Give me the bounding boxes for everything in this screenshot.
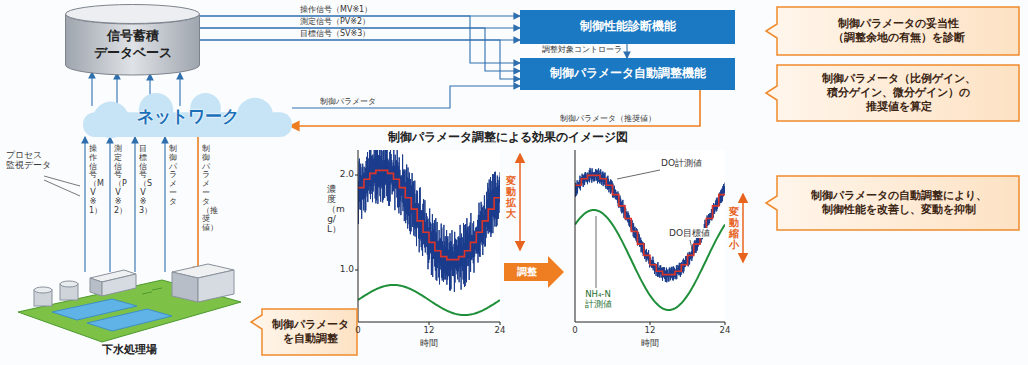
signal-arrow: [626, 44, 627, 58]
text-label: 12: [424, 326, 435, 336]
text-label: 24: [720, 326, 731, 336]
node-text: 制御パラメータの妥当性 （調整余地の有無）を診断: [804, 17, 994, 46]
data-line: [358, 170, 500, 259]
chart-data: [575, 168, 725, 310]
axis: [575, 150, 725, 322]
data-line: [358, 285, 500, 315]
text-label: 0: [572, 326, 577, 336]
database-cylinder: 信号蓄積 データベース: [65, 4, 200, 75]
plot-area: [575, 150, 725, 322]
text-label: 制御パラメータ調整による効果のイメージ図: [388, 131, 628, 145]
signal-arrow: [164, 137, 165, 272]
text-label: 変動縮小: [729, 206, 739, 250]
text-label: 調整: [517, 266, 537, 278]
signal-label: 制御パラメータ（推奨値）: [560, 114, 656, 123]
text-label: NH₄-N 計測値: [580, 290, 616, 310]
callout-box: 制御パラメータ を自動調整: [250, 308, 358, 356]
signal-arrow: [134, 137, 135, 272]
signal-arrow: [109, 137, 110, 272]
signal-label: 目標信号（SV※3）: [139, 145, 147, 215]
signal-label: 測定信号（PV※2）: [114, 145, 122, 215]
network-cloud: ネットワーク: [75, 92, 300, 140]
signal-label: 制御パラメータ: [169, 145, 177, 207]
node-text: 制御パラメータ（比例ゲイン、 積分ゲイン、微分ゲイン）の 推奨値を算定: [804, 72, 994, 115]
signal-arrow: [200, 28, 520, 71]
signal-label: 制御パラメータ（推奨値）: [202, 145, 210, 233]
chart-right: [575, 150, 725, 325]
text-label: 時間: [420, 338, 438, 348]
signal-label: 操作信号（MV※1）: [89, 145, 97, 215]
signal-label: 目標信号（SV※3）: [300, 29, 370, 38]
data-line: [575, 175, 725, 274]
data-line: [358, 150, 500, 292]
signal-label: 測定信号（PV※2）: [300, 17, 370, 26]
signal-label: 制御パラメータ: [320, 97, 376, 106]
callout-box: 制御パラメータ（比例ゲイン、 積分ゲイン、微分ゲイン）の 推奨値を算定: [765, 64, 1020, 122]
text-label: DO計測値: [660, 158, 703, 168]
axis: [358, 150, 500, 322]
signal-arrow: [292, 86, 520, 108]
text-label: 濃度（mg/L）: [327, 185, 336, 234]
signal-label: 操作信号（MV※1）: [300, 5, 372, 14]
callout-box: 制御パラメータの妥当性 （調整余地の有無）を診断: [765, 6, 1020, 56]
node-text: 信号蓄積 データベース: [87, 28, 179, 61]
chart-data: [358, 150, 500, 315]
callout-box: 制御パラメータの自動調整により、 制御性能を改善し、変動を抑制: [765, 175, 1020, 231]
node-text: ネットワーク: [137, 105, 239, 127]
node-text: 制御パラメータ自動調整機能: [550, 66, 706, 82]
node-text: 制御パラメータの自動調整により、 制御性能を改善し、変動を抑制: [804, 189, 994, 218]
text-label: 24: [495, 326, 506, 336]
adjust-arrow: [504, 256, 564, 288]
recommend-arrow: [290, 90, 700, 126]
signal-arrow: [116, 73, 117, 106]
node-text: 制御パラメータ を自動調整: [268, 318, 352, 345]
data-line: [575, 168, 725, 283]
signal-arrow: [84, 137, 85, 272]
text-label: 1.0: [340, 264, 354, 274]
text-label: 時間: [641, 338, 659, 348]
chart-left: [355, 137, 500, 325]
signal-arrow: [200, 40, 520, 79]
text-label: 変動拡大: [506, 175, 516, 219]
text-label: DO目標値: [668, 228, 711, 238]
plant-outline: [12, 250, 247, 358]
function-box: 制御性能診断機能: [520, 10, 735, 44]
range-arrow: [519, 154, 521, 250]
recommend-arrow: [197, 137, 199, 276]
signal-arrow: [91, 72, 92, 106]
node-text: 下水処理場: [102, 343, 157, 357]
text-label: プロセス 監視データ: [6, 150, 66, 171]
sewage-plant: 下水処理場: [12, 250, 247, 358]
leader-line: [44, 176, 80, 196]
text-label: 0: [355, 326, 360, 336]
tick: [650, 322, 725, 325]
text-label: 2.0: [340, 169, 354, 179]
text-label: 12: [645, 326, 656, 336]
node-text: 制御性能診断機能: [580, 19, 676, 35]
range-arrow: [742, 194, 744, 262]
function-box: 制御パラメータ自動調整機能: [520, 58, 735, 90]
signal-label: 調整対象コントローラ: [542, 45, 622, 54]
signal-arrow: [179, 73, 180, 106]
tick: [355, 175, 500, 325]
